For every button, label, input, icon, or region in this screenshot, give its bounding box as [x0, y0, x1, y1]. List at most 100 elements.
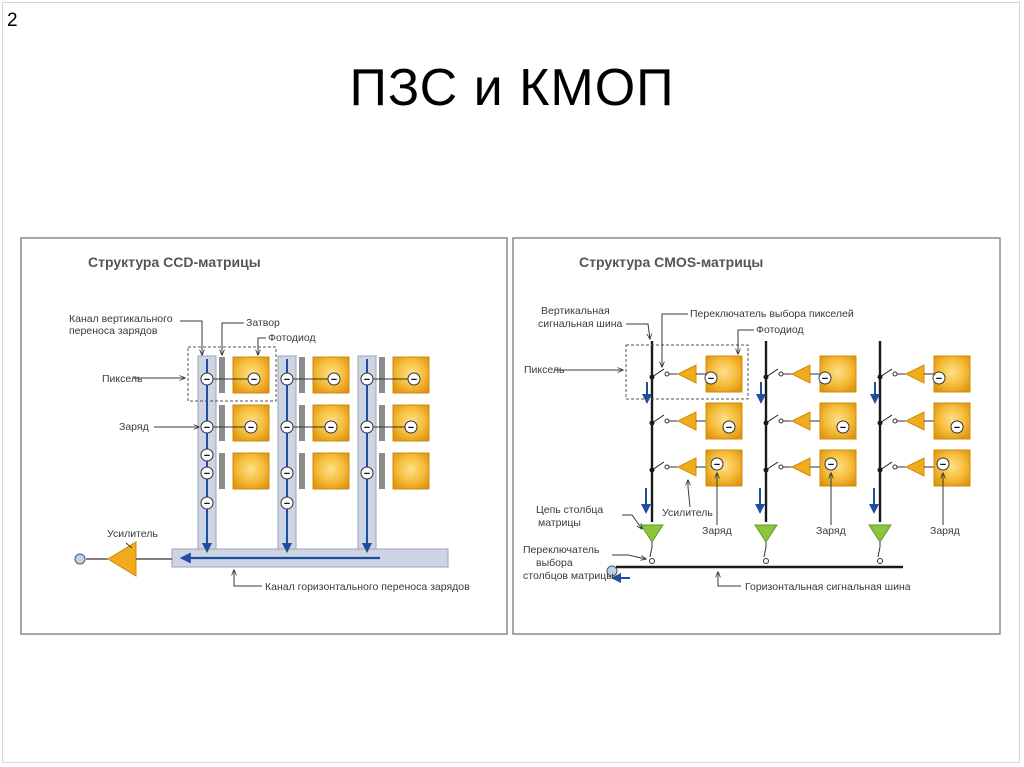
charge-sign: −	[204, 498, 210, 510]
charge-sign: −	[248, 422, 254, 434]
charge-circle	[818, 371, 832, 385]
charge-circle	[280, 466, 294, 480]
charge-sign: −	[284, 498, 290, 510]
charge-circle	[704, 371, 718, 385]
charge-circle	[200, 420, 214, 434]
label-vertical-bus-2: сигнальная шина	[538, 318, 623, 330]
charge-circle	[200, 448, 214, 462]
leader-gate	[222, 322, 244, 355]
photodiode	[705, 402, 743, 440]
gate	[219, 357, 225, 393]
charge-sign: −	[822, 373, 828, 385]
charge-circle	[324, 420, 338, 434]
label-pixel: Пиксель	[524, 364, 565, 376]
cmos-labels: Вертикальная сигнальная шина Переключате…	[523, 305, 960, 593]
label-photodiode: Фотодиод	[268, 332, 316, 344]
label-column-circuit-1: Цепь столбца	[536, 504, 603, 516]
label-horizontal-channel: Канал горизонтального переноса зарядов	[265, 581, 470, 593]
gate	[219, 405, 225, 441]
label-charge-col3: Заряд	[930, 525, 960, 537]
switch-contact	[778, 464, 784, 470]
photodiode	[819, 449, 857, 487]
switch-contact	[649, 558, 655, 564]
pixel-outline	[625, 344, 749, 400]
pixel-select-switch	[651, 368, 665, 378]
pixel-select-switch	[765, 368, 779, 378]
charge-circle	[360, 466, 374, 480]
ccd-structure-diagram: Структура CCD-матрицы	[20, 237, 508, 635]
leader-photodiode	[738, 329, 754, 354]
pixel-select-switch	[765, 461, 779, 471]
ccd-panel-title: Структура CCD-матрицы	[88, 254, 261, 270]
column-select-switch	[877, 546, 881, 558]
pixel-select-switch	[879, 368, 893, 378]
charge-sign: −	[204, 468, 210, 480]
switch-contact	[664, 418, 670, 424]
charge-sign: −	[328, 422, 334, 434]
charge-sign: −	[714, 459, 720, 471]
label-column-circuit-2: матрицы	[538, 517, 581, 529]
label-amplifier: Усилитель	[107, 528, 158, 540]
cmos-pixel: −	[649, 355, 743, 393]
label-charge: Заряд	[119, 421, 149, 433]
switch-contact	[664, 371, 670, 377]
label-gate: Затвор	[246, 317, 280, 329]
charge-sign: −	[331, 374, 337, 386]
switch-contact	[892, 371, 898, 377]
column-amplifier	[754, 524, 778, 543]
pixel-outline	[187, 346, 277, 402]
charge-circle	[710, 457, 724, 471]
charge-sign: −	[364, 374, 370, 386]
label-charge-col1: Заряд	[702, 525, 732, 537]
cmos-pixel: −	[649, 449, 743, 487]
cmos-column-2: − − −	[754, 341, 857, 564]
label-amplifier: Усилитель	[662, 507, 713, 519]
charge-circle	[360, 420, 374, 434]
leader-pixel-switch	[662, 313, 688, 367]
gate	[379, 453, 385, 489]
charge-circle	[836, 420, 850, 434]
charge-sign: −	[840, 422, 846, 434]
photodiode	[392, 452, 430, 490]
charge-sign: −	[940, 459, 946, 471]
label-column-switch-1: Переключатель	[523, 544, 600, 556]
cmos-pixel: −	[877, 449, 971, 487]
cmos-pixel: −	[763, 402, 857, 440]
charge-sign: −	[954, 422, 960, 434]
label-vertical-bus-1: Вертикальная	[541, 305, 610, 317]
charge-circle	[280, 496, 294, 510]
gate	[219, 453, 225, 489]
cmos-leader-lines	[555, 313, 943, 587]
switch-contact	[778, 418, 784, 424]
label-photodiode: Фотодиод	[756, 324, 804, 336]
charge-circle	[722, 420, 736, 434]
cmos-pixel: −	[763, 355, 857, 393]
leader-horizontal-channel	[234, 570, 262, 587]
charge-sign: −	[364, 422, 370, 434]
leader-column-switch	[612, 554, 646, 559]
pixel-select-switch	[765, 414, 779, 424]
charge-sign: −	[936, 373, 942, 385]
charge-sign: −	[364, 468, 370, 480]
label-column-switch-3: столбцов матрицы	[523, 570, 614, 582]
column-amplifier	[640, 524, 664, 543]
charge-circle	[327, 372, 341, 386]
column-select-switch	[649, 546, 653, 558]
label-vertical-channel-2: переноса зарядов	[69, 325, 158, 337]
cmos-pixel: −	[763, 449, 857, 487]
gate	[299, 357, 305, 393]
gate	[379, 357, 385, 393]
page-number: 2	[7, 10, 18, 31]
switch-contact	[877, 558, 883, 564]
column-select-switch	[763, 546, 767, 558]
switch-contact	[778, 371, 784, 377]
amplifier-leader	[125, 542, 133, 549]
ccd-column-3	[357, 355, 430, 553]
photodiode	[312, 356, 350, 394]
photodiode	[819, 402, 857, 440]
label-horizontal-bus: Горизонтальная сигнальная шина	[745, 581, 911, 593]
pixel-select-switch	[651, 461, 665, 471]
charge-sign: −	[411, 374, 417, 386]
leader-vertical-bus	[626, 323, 650, 339]
